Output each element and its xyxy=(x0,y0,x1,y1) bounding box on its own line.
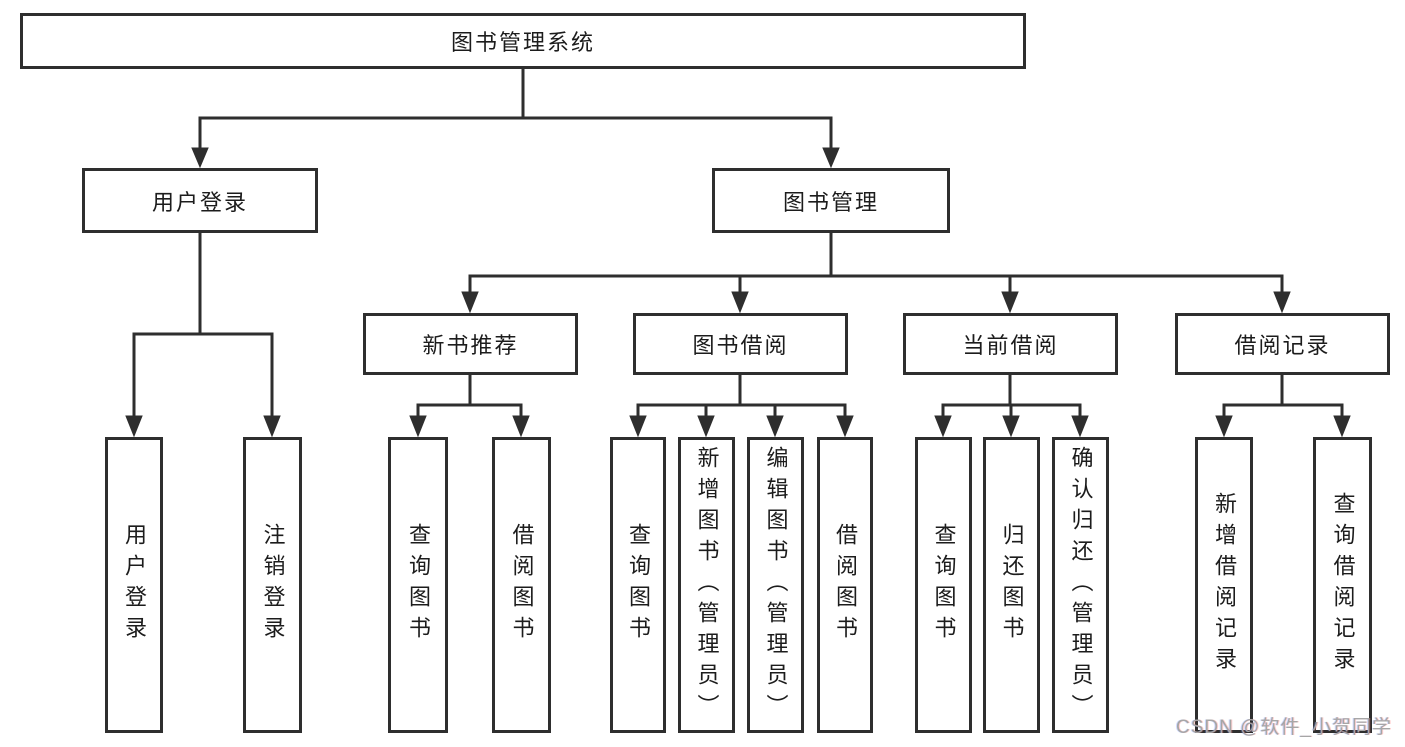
connector-borrow-records xyxy=(1215,375,1351,438)
arrow-down-icon xyxy=(512,415,530,438)
leaf-query-books-borrow: 查询图书 xyxy=(610,437,666,733)
node-label: 借阅记录 xyxy=(1234,333,1331,358)
connector-root xyxy=(191,69,840,169)
connector-current-borrow xyxy=(934,375,1089,438)
arrow-down-icon xyxy=(191,147,209,169)
arrow-down-icon xyxy=(1273,291,1291,314)
arrow-down-icon xyxy=(1333,415,1351,438)
node-label: 借阅图书 xyxy=(509,523,535,647)
arrow-down-icon xyxy=(263,415,281,438)
node-label: 图书管理系统 xyxy=(450,30,595,55)
leaf-add-borrow-record: 新增借阅记录 xyxy=(1195,437,1253,733)
node-label: 当前借阅 xyxy=(962,333,1059,358)
arrow-down-icon xyxy=(461,291,479,314)
csdn-watermark: CSDN @软件_小贺同学 xyxy=(1176,717,1392,738)
arrow-down-icon xyxy=(766,415,784,438)
node-label: 确认归还（管理员） xyxy=(1068,445,1094,725)
node-library-system: 图书管理系统 xyxy=(20,13,1026,69)
node-label: 查询图书 xyxy=(931,523,957,647)
leaf-edit-books-admin: 编辑图书（管理员） xyxy=(747,437,804,733)
node-label: 借阅图书 xyxy=(833,523,858,647)
node-label: 查询图书 xyxy=(406,523,431,647)
node-book-management: 图书管理 xyxy=(712,168,950,233)
node-label: 新增图书（管理员） xyxy=(694,445,720,725)
leaf-borrow-books: 借阅图书 xyxy=(817,437,873,733)
arrow-down-icon xyxy=(697,415,715,438)
node-book-borrow: 图书借阅 xyxy=(633,313,848,375)
node-borrow-records: 借阅记录 xyxy=(1175,313,1390,375)
arrow-down-icon xyxy=(125,415,143,438)
connector-user-login xyxy=(125,233,281,438)
connector-book-borrow xyxy=(629,375,854,438)
arrow-down-icon xyxy=(1001,291,1019,314)
leaf-logout: 注销登录 xyxy=(243,437,302,733)
node-label: 用户登录 xyxy=(122,523,147,647)
node-label: 注销登录 xyxy=(260,523,286,647)
node-label: 归还图书 xyxy=(999,523,1025,647)
arrow-down-icon xyxy=(731,291,749,314)
arrow-down-icon xyxy=(822,147,840,169)
leaf-return-books: 归还图书 xyxy=(983,437,1040,733)
leaf-query-borrow-record: 查询借阅记录 xyxy=(1313,437,1372,733)
node-current-borrow: 当前借阅 xyxy=(903,313,1118,375)
leaf-user-login: 用户登录 xyxy=(105,437,163,733)
arrow-down-icon xyxy=(1002,415,1020,438)
leaf-query-books-current: 查询图书 xyxy=(915,437,972,733)
leaf-borrow-books-recommend: 借阅图书 xyxy=(492,437,551,733)
arrow-down-icon xyxy=(409,415,427,438)
connector-book-management xyxy=(461,233,1291,314)
connector-new-book-recommend xyxy=(409,375,530,438)
node-label: 用户登录 xyxy=(151,189,248,215)
node-label: 编辑图书（管理员） xyxy=(763,445,789,725)
leaf-add-books-admin: 新增图书（管理员） xyxy=(678,437,735,733)
node-user-login: 用户登录 xyxy=(82,168,318,233)
node-label: 图书借阅 xyxy=(692,333,789,358)
arrow-down-icon xyxy=(629,415,647,438)
leaf-confirm-return-admin: 确认归还（管理员） xyxy=(1052,437,1109,733)
arrow-down-icon xyxy=(1071,415,1089,438)
node-new-book-recommend: 新书推荐 xyxy=(363,313,578,375)
node-label: 新书推荐 xyxy=(422,333,519,358)
node-label: 新增借阅记录 xyxy=(1212,492,1237,678)
node-label: 查询借阅记录 xyxy=(1330,492,1356,678)
leaf-query-books-recommend: 查询图书 xyxy=(388,437,448,733)
arrow-down-icon xyxy=(1215,415,1233,438)
arrow-down-icon xyxy=(934,415,952,438)
node-label: 图书管理 xyxy=(782,189,879,215)
arrow-down-icon xyxy=(836,415,854,438)
node-label: 查询图书 xyxy=(626,523,651,647)
